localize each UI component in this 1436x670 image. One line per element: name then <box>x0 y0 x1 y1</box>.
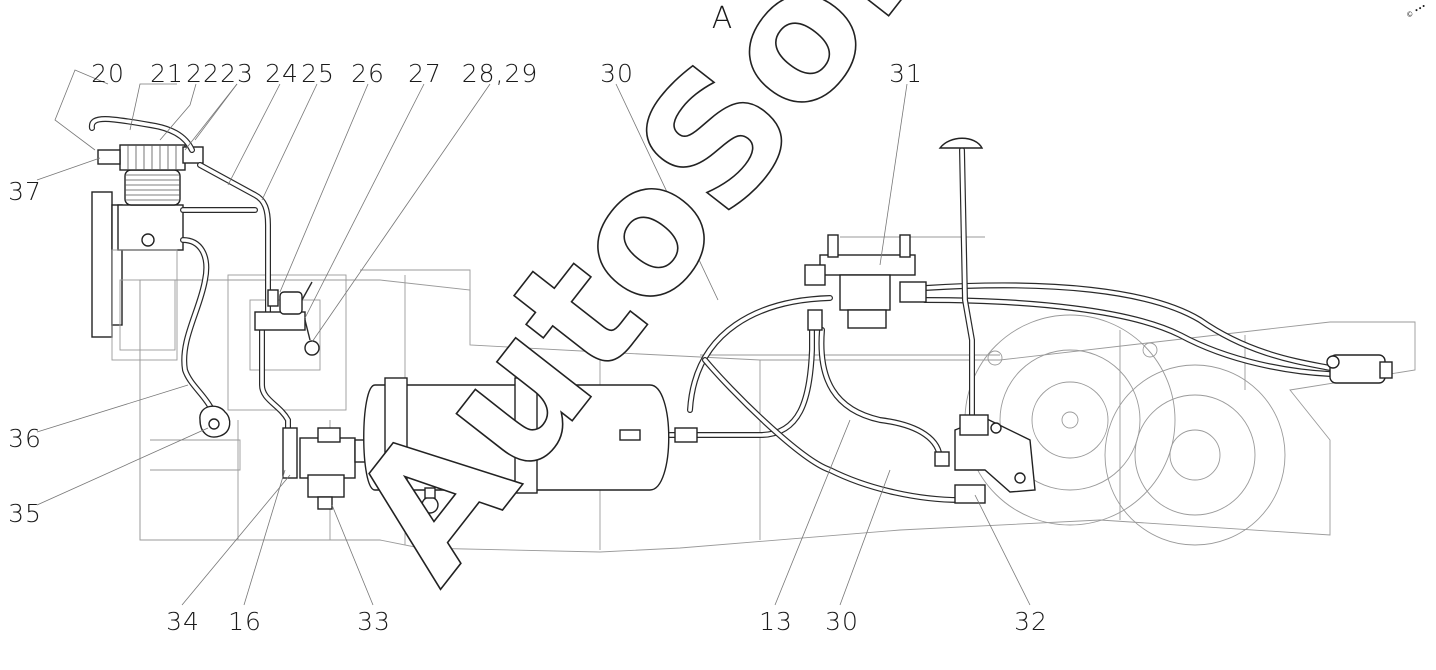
callout-26: 26 <box>351 59 385 88</box>
unloader-valve <box>282 427 378 510</box>
view-title: A <box>712 1 733 36</box>
pressure-regulator <box>254 281 320 356</box>
air-receiver <box>363 377 698 514</box>
wheel-hub <box>964 314 1286 546</box>
callout-32: 32 <box>1014 607 1048 636</box>
leader-lines <box>36 69 1031 606</box>
callout-22: 22 <box>186 59 220 88</box>
callout-36: 36 <box>8 424 42 453</box>
callout-24: 24 <box>265 59 299 88</box>
callout-23: 23 <box>220 59 254 88</box>
callout-37: 37 <box>8 177 42 206</box>
callout-21: 21 <box>150 59 184 88</box>
autosoft-watermark: AutoSoft <box>312 0 1009 617</box>
callout-34: 34 <box>166 607 200 636</box>
corner-mark: © ••• <box>1405 2 1428 20</box>
callout-13: 13 <box>759 607 793 636</box>
callout-25: 25 <box>301 59 335 88</box>
brake-valve <box>804 137 984 331</box>
callout-16: 16 <box>228 607 262 636</box>
mounting-flange <box>199 405 231 438</box>
callout-30-top: 30 <box>600 59 634 88</box>
watermark-text: AutoSoft <box>313 0 1009 616</box>
callout-labels: 20 21 22 23 24 25 26 27 28,29 30 31 37 3… <box>8 59 1048 636</box>
callout-31: 31 <box>889 59 923 88</box>
coupling-head <box>1326 354 1393 384</box>
callout-35: 35 <box>8 499 42 528</box>
callout-20: 20 <box>91 59 125 88</box>
callout-28-29: 28,29 <box>462 59 539 88</box>
compressor <box>91 144 204 361</box>
callout-30-bottom: 30 <box>825 607 859 636</box>
callout-27: 27 <box>408 59 442 88</box>
relay-valve <box>934 414 1036 504</box>
callout-33: 33 <box>357 607 391 636</box>
air-lines <box>88 116 1333 503</box>
